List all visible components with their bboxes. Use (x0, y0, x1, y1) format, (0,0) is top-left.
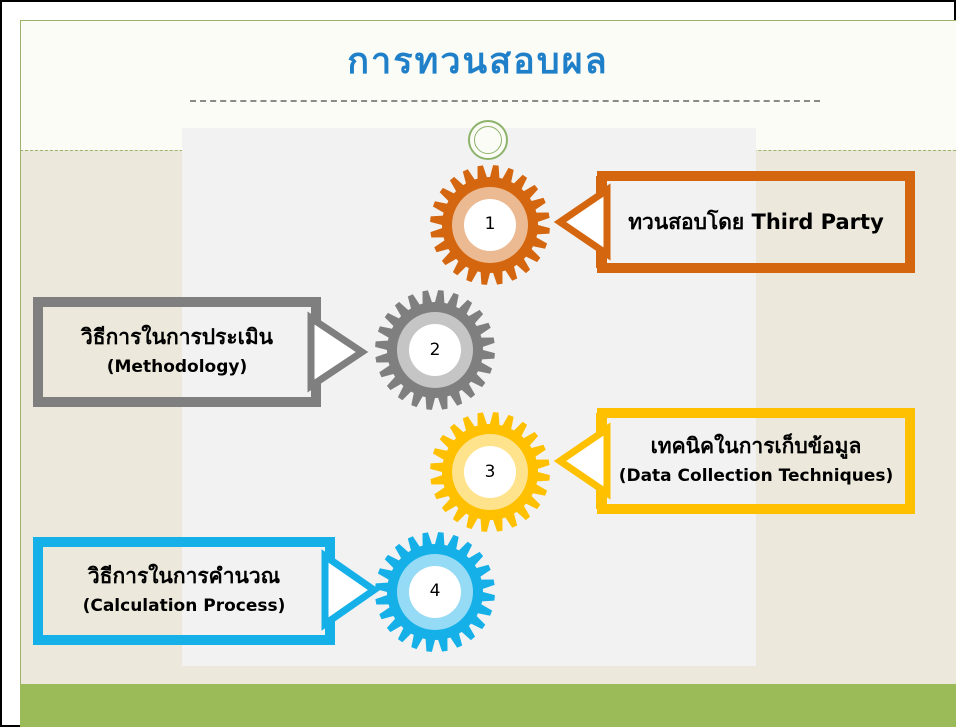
step-3-arrow (553, 422, 611, 500)
step-2-arrow (307, 311, 369, 393)
step-2-subtitle: (Methodology) (106, 357, 248, 377)
footer-bar (20, 684, 956, 727)
slide-title: การทวนสอบผล (347, 41, 609, 82)
gear-2-hub (409, 324, 461, 376)
step-1-arrow (553, 183, 611, 261)
step-4-arrow (321, 549, 381, 631)
gear-1-hub (464, 199, 516, 251)
step-4-number: 4 (429, 581, 441, 601)
step-4-subtitle: (Calculation Process) (82, 596, 286, 616)
step-2-number: 2 (429, 340, 441, 360)
step-3-label: เทคนิคในการเก็บข้อมูล (Data Collection T… (608, 418, 904, 504)
gear-4-hub (409, 566, 461, 618)
step-2-label: วิธีการในการประเมิน (Methodology) (44, 307, 310, 397)
gear-3-hub (464, 446, 516, 498)
step-4-title: วิธีการในการคำนวณ (87, 564, 281, 588)
step-3-title: เทคนิคในการเก็บข้อมูล (650, 434, 862, 458)
step-3-number: 3 (484, 462, 496, 482)
step-1-label: ทวนสอบโดย Third Party (608, 181, 904, 263)
step-4-label: วิธีการในการคำนวณ (Calculation Process) (44, 547, 324, 635)
step-1-title: ทวนสอบโดย Third Party (628, 210, 884, 234)
circle-ornament-icon (468, 120, 508, 160)
step-3-subtitle: (Data Collection Techniques) (618, 466, 894, 486)
step-1-number: 1 (484, 214, 496, 234)
title-dashed-divider (190, 100, 820, 102)
step-2-title: วิธีการในการประเมิน (80, 325, 274, 349)
